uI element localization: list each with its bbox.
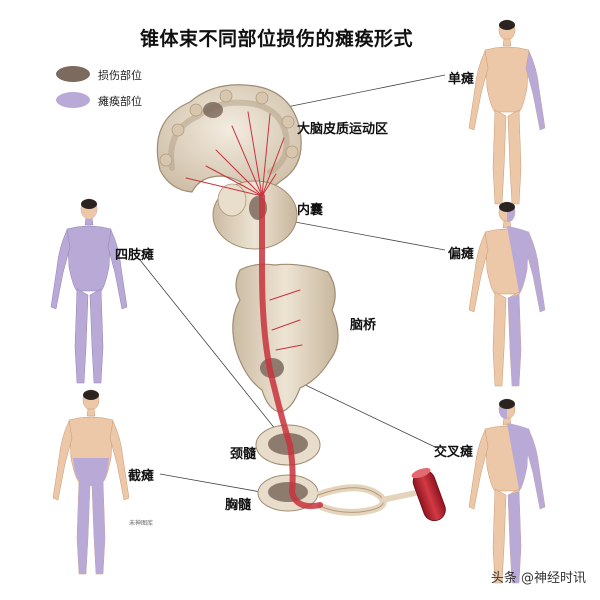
page-title: 锥体束不同部位损伤的瘫痪形式	[140, 28, 414, 50]
label-cervical-cord: 颈髓	[230, 447, 257, 462]
label-paraplegia: 截瘫	[128, 469, 155, 484]
label-tetraplegia: 四肢瘫	[115, 248, 155, 263]
image-credit: 未神图库	[129, 520, 154, 527]
legend-paralysis-swatch	[56, 92, 90, 108]
figure-monoplegia	[468, 19, 546, 205]
label-monoplegia: 单瘫	[448, 72, 475, 87]
label-thoracic-cord: 胸髓	[225, 498, 252, 513]
label-hemiplegia: 偏瘫	[448, 247, 475, 262]
legend-injury-swatch	[56, 66, 90, 82]
figure-paraplegia	[52, 389, 130, 575]
corticospinal-tract	[185, 111, 323, 510]
brain-section	[156, 84, 446, 522]
thoracic-cord-injury-mark	[268, 482, 308, 502]
label-internal-capsule: 内囊	[297, 203, 324, 218]
legend-paralysis-label: 瘫痪部位	[98, 95, 142, 108]
label-pons: 脑桥	[350, 318, 377, 333]
muscle-icon	[411, 467, 446, 522]
figure-tetraplegia	[50, 198, 128, 384]
legend-injury-label: 损伤部位	[98, 69, 142, 82]
motor-cortex-injury-mark	[203, 102, 223, 118]
figure-hemiplegia	[468, 201, 546, 387]
figure-crossed-paralysis	[468, 398, 546, 584]
label-crossed-paralysis: 交叉瘫	[434, 445, 474, 460]
label-motor-cortex: 大脑皮质运动区	[297, 122, 389, 137]
watermark: 头条 @神经时讯	[490, 571, 586, 586]
